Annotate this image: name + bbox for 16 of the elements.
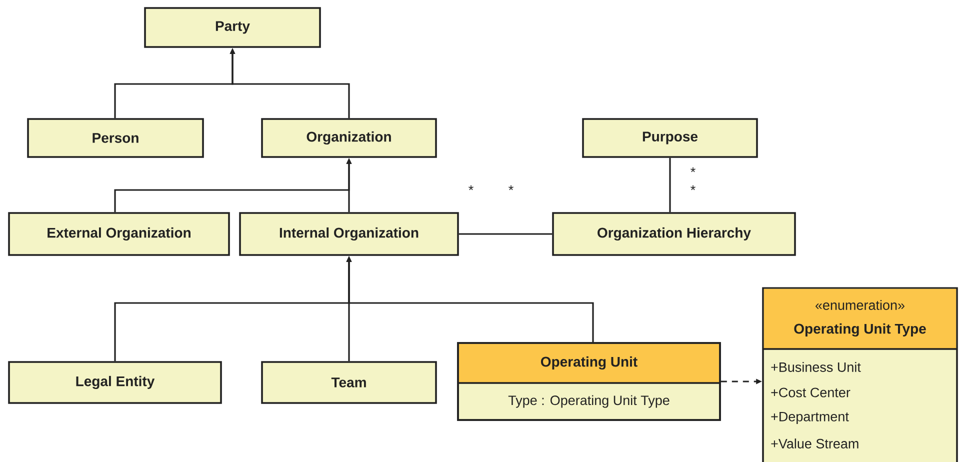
- enumeration-box: «enumeration» Operating Unit Type +Business Unit +Cost Center +Department +Value Stream: [762, 287, 958, 462]
- class-box: Person: [27, 118, 204, 158]
- connector: [458, 233, 552, 235]
- class-box: Team: [261, 361, 437, 404]
- class-box: Purpose: [582, 118, 758, 158]
- multiplicity-label: *: [468, 185, 474, 190]
- class-box: Legal Entity: [8, 361, 222, 404]
- multiplicity-label: *: [690, 185, 696, 190]
- class-box: External Organization: [8, 212, 230, 256]
- class-box: Organization Hierarchy: [552, 212, 796, 256]
- multiplicity-label: *: [508, 185, 514, 190]
- connector: [669, 158, 671, 212]
- class-box: Organization: [261, 118, 437, 158]
- class-box: Internal Organization: [239, 212, 459, 256]
- class-box: Operating Unit Type : Operating Unit Type: [457, 342, 721, 421]
- class-box: Party: [144, 7, 321, 48]
